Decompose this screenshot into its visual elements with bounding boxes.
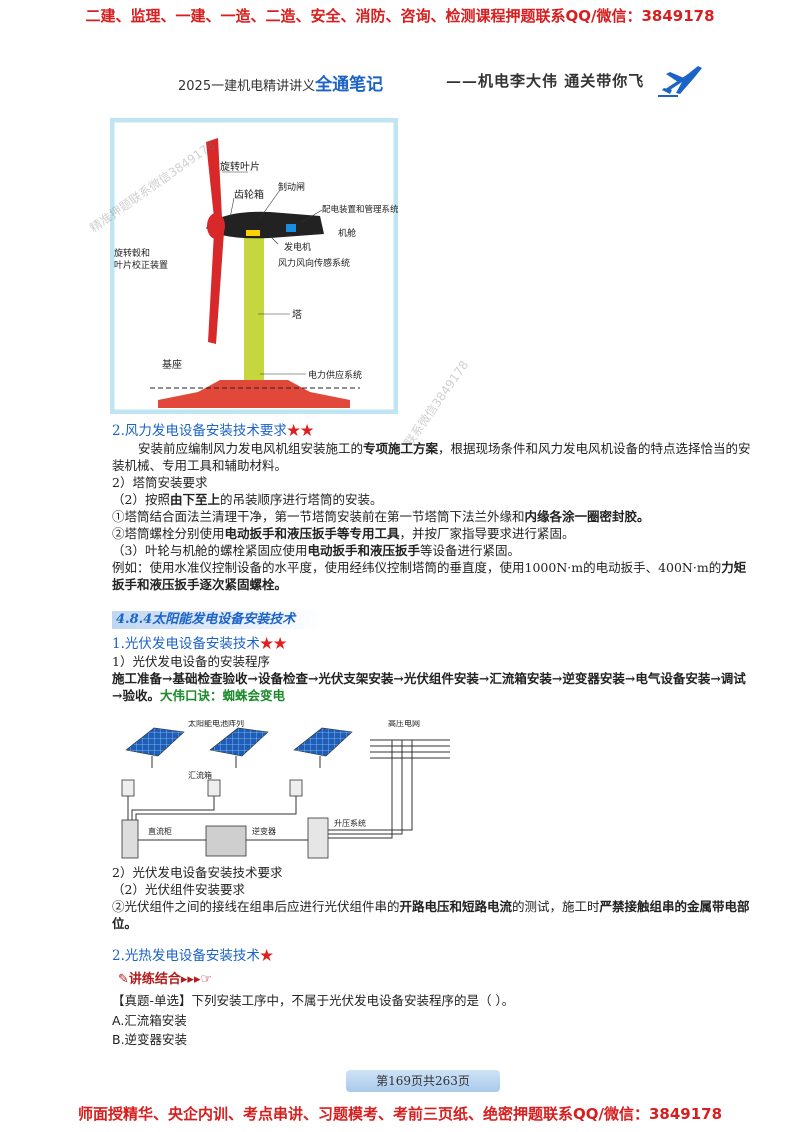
- paragraph: 例如：使用水准仪控制设备的水平度，使用经纬仪控制塔筒的垂直度，使用1000N·m…: [112, 560, 747, 592]
- question-text: 【真题-单选】下列安装工序中，不属于光伏发电设备安装程序的是（ ）。: [112, 993, 515, 1008]
- paragraph: （3）叶轮与机舱的螺栓紧固应使用电动扳手和液压扳手等设备进行紧固。: [112, 543, 520, 558]
- wind-turbine-diagram: 旋转叶片 齿轮箱 制动闸 配电装置和管理系统 机舱 发电机 风力风向传感系统 旋…: [110, 118, 398, 414]
- paragraph: 安装前应编制风力发电风机组安装施工的专项施工方案，根据现场条件和风力发电风机设备…: [112, 441, 751, 473]
- label-array: 太阳能电池阵列: [188, 720, 244, 728]
- star-icon: ★★: [259, 636, 287, 652]
- section-wind-heading: 2.风力发电设备安装技术要求★★: [112, 423, 314, 439]
- bottom-banner: 师面授精华、央企内训、考点串讲、习题模考、考前三页纸、绝密押题联系QQ/微信：3…: [77, 1105, 723, 1123]
- section-wind-requirements: 2.风力发电设备安装技术要求★★ 安装前应编制风力发电风机组安装施工的专项施工方…: [112, 423, 752, 593]
- label-tower: 塔: [292, 308, 302, 321]
- label-wind-sensor: 风力风向传感系统: [278, 257, 350, 269]
- star-icon: ★: [259, 948, 274, 964]
- section-pv-heading: 1.光伏发电设备安装技术★★: [112, 636, 287, 652]
- paragraph: 2）光伏发电设备安装技术要求: [112, 865, 283, 880]
- label-boost: 升压系统: [334, 818, 366, 828]
- paragraph-flow: 施工准备→基础检查验收→设备检查→光伏支架安装→光伏组件安装→汇流箱安装→逆变器…: [112, 671, 746, 703]
- paragraph: ②塔筒螺栓分别使用电动扳手和液压扳手等专用工具，并按厂家指导要求进行紧固。: [112, 526, 575, 541]
- page-header: 2025一建机电精讲讲义全通笔记 ——机电李大伟 通关带你飞: [178, 60, 718, 100]
- label-inverter: 逆变器: [252, 826, 276, 836]
- paragraph: 2）塔筒安装要求: [112, 475, 208, 490]
- label-base: 基座: [162, 358, 182, 371]
- base-shape: [158, 380, 350, 408]
- section-solar-thermal-heading: 2.光热发电设备安装技术★: [112, 948, 274, 964]
- header-slogan: ——机电李大伟 通关带你飞: [446, 72, 645, 90]
- option-a[interactable]: A.汇流箱安装: [112, 1013, 187, 1028]
- label-generator: 发电机: [284, 241, 311, 253]
- lower-blade: [208, 232, 224, 344]
- label-brake: 制动闸: [278, 181, 305, 193]
- label-dc-cabinet: 直流柜: [148, 826, 172, 836]
- pv-system-diagram: 太阳能电池阵列 高压电网 汇流箱 直流柜 逆变器 升压系统: [112, 718, 452, 862]
- label-gearbox: 齿轮箱: [234, 188, 264, 201]
- paragraph: （2）按照由下至上的吊装顺序进行塔筒的安装。: [112, 492, 383, 507]
- label-controller: 配电装置和管理系统: [322, 204, 398, 215]
- pv-system-svg: 太阳能电池阵列 高压电网 汇流箱 直流柜 逆变器 升压系统: [121, 718, 450, 859]
- tower-shape: [244, 230, 264, 380]
- header-title-prefix: 2025一建机电精讲讲义: [178, 79, 316, 94]
- airplane-icon: [658, 66, 702, 97]
- header-title: 2025一建机电精讲讲义全通笔记: [178, 70, 383, 95]
- section-484-heading: 4.8.4太阳能发电设备安装技术: [112, 611, 322, 629]
- mnemonic: 大伟口诀：蜘蛛会变电: [159, 688, 285, 703]
- wind-turbine-svg: 旋转叶片 齿轮箱 制动闸 配电装置和管理系统 机舱 发电机 风力风向传感系统 旋…: [110, 118, 398, 414]
- section-pv: 1.光伏发电设备安装技术★★ 1）光伏发电设备的安装程序 施工准备→基础检查验收…: [112, 636, 752, 704]
- practice-label: ✎讲练结合▸▸▸☞: [118, 972, 213, 987]
- label-power: 电力供应系统: [308, 369, 362, 381]
- section-pv-requirements: 2）光伏发电设备安装技术要求 （2）光伏组件安装要求 ②光伏组件之间的接线在组串…: [112, 864, 752, 932]
- option-b[interactable]: B.逆变器安装: [112, 1032, 188, 1047]
- upper-blade: [206, 138, 222, 218]
- paragraph: ①塔筒结合面法兰清理干净，第一节塔筒安装前在第一节塔筒下法兰外缘和内缘各涂一圈密…: [112, 509, 650, 524]
- label-hub: 旋转毂和: [114, 247, 150, 259]
- paragraph: （2）光伏组件安装要求: [112, 882, 245, 897]
- label-nacelle: 机舱: [338, 227, 356, 239]
- label-pitch: 叶片校正装置: [114, 259, 168, 271]
- header-title-emph: 全通笔记: [315, 75, 384, 95]
- label-combiner: 汇流箱: [188, 770, 212, 780]
- star-icon: ★★: [286, 423, 314, 439]
- label-grid: 高压电网: [388, 720, 420, 728]
- page-indicator: 第169页共263页: [346, 1070, 500, 1092]
- paragraph: ②光伏组件之间的接线在组串后应进行光伏组件串的开路电压和短路电流的测试，施工时严…: [112, 899, 750, 931]
- paragraph: 1）光伏发电设备的安装程序: [112, 654, 270, 669]
- label-blade: 旋转叶片: [220, 160, 260, 173]
- top-banner: 二建、监理、一建、一造、二造、安全、消防、咨询、检测课程押题联系QQ/微信：38…: [85, 7, 715, 25]
